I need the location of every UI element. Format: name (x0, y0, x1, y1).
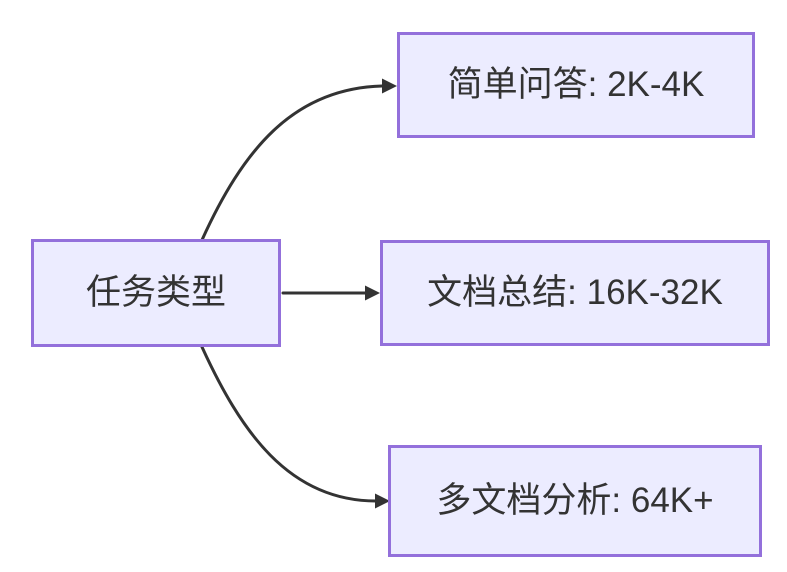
edge-task-type-to-simple-qa (200, 78, 397, 242)
node-doc-summary-label: 文档总结: 16K-32K (427, 273, 723, 312)
edge-task-type-to-doc-summary (281, 285, 380, 301)
edge-line (200, 84, 385, 242)
node-task-type: 任务类型 (31, 239, 281, 347)
edge-task-type-to-multi-doc (200, 345, 390, 509)
node-simple-qa-label: 简单问答: 2K-4K (447, 65, 705, 104)
edge-line (200, 345, 378, 503)
node-multi-doc: 多文档分析: 64K+ (388, 445, 762, 557)
node-task-type-label: 任务类型 (85, 273, 226, 312)
node-doc-summary: 文档总结: 16K-32K (380, 240, 770, 346)
arrowhead-icon (365, 285, 380, 301)
arrowhead-icon (382, 78, 397, 94)
node-simple-qa: 简单问答: 2K-4K (397, 32, 755, 138)
arrowhead-icon (375, 493, 390, 509)
node-multi-doc-label: 多文档分析: 64K+ (436, 481, 714, 520)
